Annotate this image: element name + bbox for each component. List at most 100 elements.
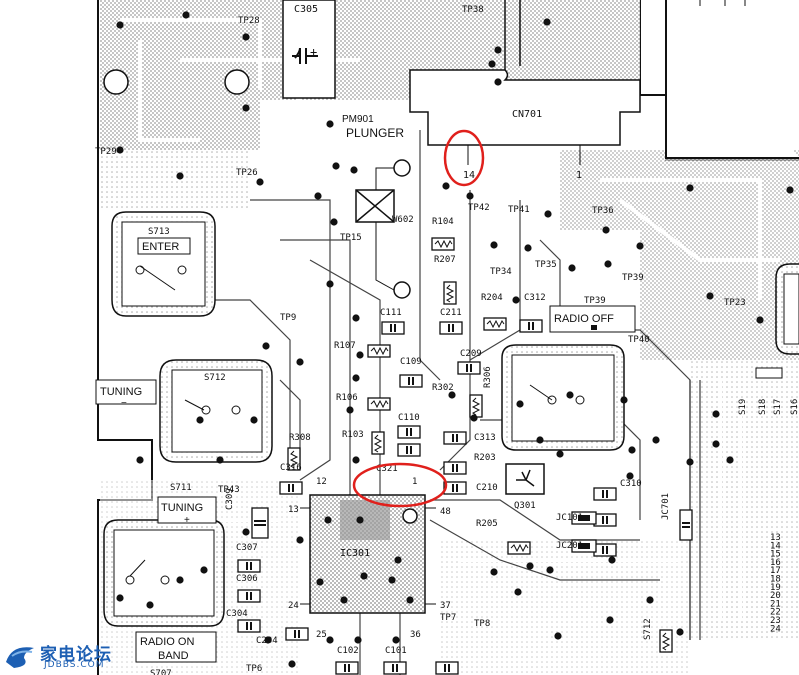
label-s713: S713	[148, 227, 170, 237]
label-c110: C110	[398, 413, 420, 423]
via-dot	[514, 588, 522, 596]
label-c307: C307	[236, 543, 258, 553]
capacitor-c305: C305 +	[282, 0, 336, 99]
capacitor-pad	[435, 661, 459, 675]
label-r107: R107	[334, 341, 356, 351]
via-dot	[356, 516, 364, 524]
label-r204: R204	[481, 293, 503, 303]
watermark-url: JDBBS.COM	[44, 660, 105, 670]
via-dot	[340, 596, 348, 604]
label-jc101: JC101	[556, 513, 583, 523]
label-c309: C309	[225, 488, 235, 510]
label-c313: C313	[474, 433, 496, 443]
via-dot	[256, 178, 264, 186]
resistor-pad	[367, 397, 391, 411]
via-dot	[356, 351, 364, 359]
capacitor-pad	[399, 374, 423, 388]
via-dot	[652, 436, 660, 444]
label-c321: C321	[376, 464, 398, 474]
label-plunger: PLUNGER	[346, 126, 404, 140]
capacitor-pad	[519, 319, 543, 333]
label-c210: C210	[476, 483, 498, 493]
via-dot	[316, 578, 324, 586]
resistor-pad	[507, 541, 531, 555]
via-dot	[686, 184, 694, 192]
via-dot	[556, 450, 564, 458]
resistor-pad	[443, 281, 457, 305]
jumper-pad	[571, 539, 597, 553]
via-dot	[330, 218, 338, 226]
label-radio-off: RADIO OFF	[554, 313, 614, 325]
highlight-ic301-pin1	[352, 462, 448, 508]
via-dot	[470, 414, 478, 422]
label-tp43: TP43	[218, 485, 240, 495]
label-r104: R104	[432, 217, 454, 227]
via-dot	[196, 416, 204, 424]
via-dot	[494, 46, 502, 54]
label-s712: S712	[204, 373, 226, 383]
cn701-pin14: 14	[463, 170, 475, 181]
via-dot	[264, 636, 272, 644]
label-band: BAND	[158, 650, 189, 662]
label-tp36: TP36	[592, 206, 614, 216]
via-dot	[250, 416, 258, 424]
label-tp7: TP7	[440, 613, 456, 623]
label-s711: S711	[170, 483, 192, 493]
capacitor-pad	[443, 461, 467, 475]
right-pin-14: 14	[770, 541, 781, 551]
via-dot	[406, 596, 414, 604]
via-dot	[686, 458, 694, 466]
capacitor-pad	[397, 425, 421, 439]
capacitor-pad	[593, 543, 617, 557]
resistor-pad	[371, 431, 385, 455]
right-pin-16: 16	[770, 558, 781, 568]
via-dot	[676, 628, 684, 636]
label-c304: C304	[226, 609, 248, 619]
label-jc701: JC701	[661, 493, 671, 520]
label-s703: TP39	[584, 296, 606, 306]
switch-s713-enter: ENTER S713	[111, 211, 216, 317]
lcd-s16: S16	[790, 399, 799, 415]
via-dot	[786, 186, 794, 194]
label-c102: C102	[337, 646, 359, 656]
right-pin-20: 20	[770, 591, 781, 601]
lcd-s18: S18	[758, 399, 768, 415]
via-dot	[466, 192, 474, 200]
resistor-pad	[431, 237, 455, 251]
via-dot	[332, 162, 340, 170]
label-s712b: S712	[643, 618, 653, 640]
label-tp35: TP35	[535, 260, 557, 270]
capacitor-pad	[443, 431, 467, 445]
via-dot	[200, 566, 208, 574]
resistor-pad	[287, 447, 301, 471]
label-tp41: TP41	[508, 205, 530, 215]
capacitor-pad	[593, 487, 617, 501]
via-dot	[116, 21, 124, 29]
via-dot	[360, 572, 368, 580]
label-r308: R308	[289, 433, 311, 443]
transistor-q301	[505, 463, 545, 495]
highlight-marks	[352, 129, 485, 508]
via-dot	[646, 596, 654, 604]
capacitor-pad	[457, 361, 481, 375]
via-dot	[392, 636, 400, 644]
label-tp9: TP9	[280, 313, 296, 323]
ic-pin-13: 13	[288, 505, 299, 515]
cn701-pin1: 1	[576, 170, 582, 181]
label-tp38: TP38	[462, 5, 484, 15]
capacitor-pad	[383, 661, 407, 675]
ic-pin-37: 37	[440, 601, 451, 611]
via-dot	[136, 456, 144, 464]
via-dot	[626, 472, 634, 480]
via-dot	[116, 146, 124, 154]
via-dot	[568, 264, 576, 272]
highlight-cn701-pin14	[443, 129, 485, 187]
via-dot	[324, 516, 332, 524]
label-ic301: IC301	[340, 548, 370, 559]
label-c111: C111	[380, 308, 402, 318]
label-tp15: TP15	[340, 233, 362, 243]
label-tp39: TP39	[622, 273, 644, 283]
resistor-pad	[367, 344, 391, 358]
